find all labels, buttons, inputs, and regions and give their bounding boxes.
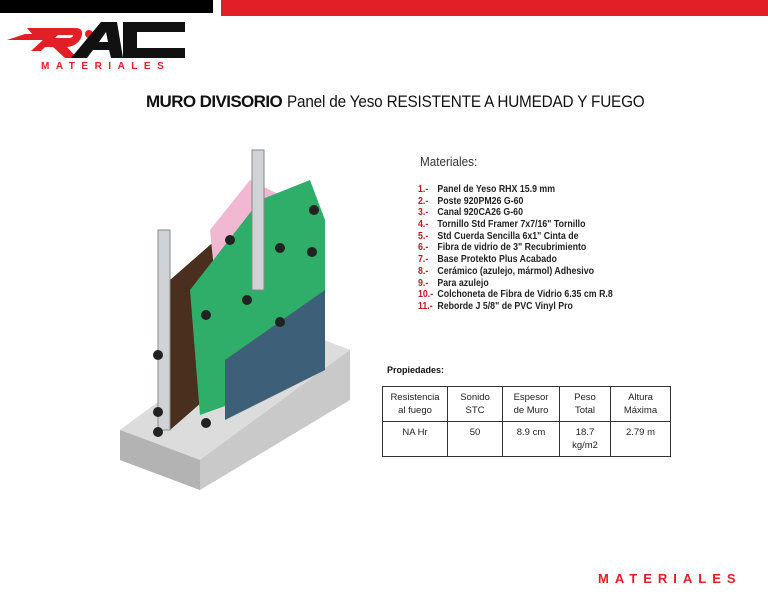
header-line: Resistencia	[390, 392, 440, 403]
item-text: Tornillo Std Framer 7x7/16" Tornillo	[437, 219, 586, 231]
header-black-bar	[0, 0, 213, 13]
value-text: kg/m2	[572, 440, 598, 451]
materials-list: 1.- Panel de Yeso RHX 15.9 mm 2.- Poste 92…	[418, 184, 613, 313]
svg-text:MATERIALES: MATERIALES	[598, 571, 742, 586]
table-row: NA Hr 50 8.9 cm 18.7 kg/m2 2.79 m	[382, 421, 671, 457]
item-number: 11.-	[418, 300, 433, 312]
item-text: Para azulejo	[437, 277, 489, 289]
item-text: Canal 920CA26 G-60	[437, 207, 523, 219]
item-number: 6.-	[418, 242, 429, 254]
item-text: Panel de Yeso RHX 15.9 mm	[437, 184, 556, 195]
properties-heading: Propiedades:	[387, 365, 445, 375]
header-cell: Espesor de Muro	[502, 386, 560, 422]
item-text: Colchoneta de Fibra de Vidrio 6.35 cm R.…	[437, 289, 613, 301]
header-line: Total	[574, 405, 596, 416]
value-cell: 8.9 cm	[502, 421, 560, 457]
list-item: 5.- Std Cuerda Sencilla 6x1" Cinta de	[418, 231, 613, 243]
list-item: 8.- Cerámico (azulejo, mármol) Adhesivo	[418, 266, 613, 278]
value-cell: 18.7 kg/m2	[559, 421, 611, 457]
list-item: 7.- Base Protekto Plus Acabado	[418, 254, 613, 266]
item-number: 1.-	[418, 184, 429, 195]
item-text: Reborde J 5/8" de PVC Vinyl Pro	[437, 300, 573, 312]
wall-illustration	[120, 149, 350, 490]
item-number: 4.-	[418, 219, 429, 231]
item-number: 3.-	[418, 207, 429, 219]
header-red-bar	[221, 0, 768, 16]
value-text: 18.7	[575, 427, 595, 438]
list-item: 9.- Para azulejo	[418, 278, 613, 290]
value-text: 8.9 cm	[516, 427, 546, 438]
header-line: Sonido	[460, 392, 490, 403]
item-number: 10.-	[418, 289, 434, 301]
item-number: 8.-	[418, 265, 429, 277]
item-text: Base Protekto Plus Acabado	[437, 254, 557, 266]
value-cell: 50	[447, 421, 503, 457]
value-text: 2.79 m	[625, 427, 656, 438]
item-number: 2.-	[418, 195, 429, 207]
list-item: 11.- Reborde J 5/8" de PVC Vinyl Pro	[418, 301, 613, 313]
value-cell: 2.79 m	[610, 421, 671, 457]
rac-logo: MATERIALES	[7, 22, 185, 70]
list-item: 1.- Panel de Yeso RHX 15.9 mm	[418, 184, 613, 196]
header-line: Altura	[628, 392, 653, 403]
list-item: 6.- Fibra de vidrio de 3" Recubrimiento	[418, 242, 613, 254]
item-number: 5.-	[418, 230, 429, 242]
item-text: Poste 920PM26 G-60	[437, 195, 524, 207]
item-text: Fibra de vidrio de 3" Recubrimiento	[437, 242, 587, 254]
materials-heading: Materiales:	[420, 154, 478, 169]
value-text: 50	[469, 427, 481, 438]
title-rest: Panel de Yeso RESISTENTE A HUMEDAD Y FUE…	[286, 92, 645, 111]
header-line: STC	[465, 405, 485, 416]
item-text: Cerámico (azulejo, mármol) Adhesivo	[437, 265, 595, 277]
page-title: MURO DIVISORIO Panel de Yeso RESISTENTE …	[146, 92, 684, 112]
list-item: 3.- Canal 920CA26 G-60	[418, 207, 613, 219]
footer-logo: MATERIALES	[598, 571, 742, 586]
list-item: 4.- Tornillo Std Framer 7x7/16" Tornillo	[418, 219, 613, 231]
value-cell: NA Hr	[382, 421, 448, 457]
item-text: Std Cuerda Sencilla 6x1" Cinta de	[437, 230, 579, 242]
item-number: 9.-	[418, 277, 429, 289]
header-line: de Muro	[513, 405, 549, 416]
svg-text:MATERIALES: MATERIALES	[41, 61, 170, 70]
header-line: Máxima	[623, 405, 658, 416]
header-line: Espesor	[513, 392, 549, 403]
title-bold: MURO DIVISORIO	[146, 92, 283, 111]
list-item: 10.-Colchoneta de Fibra de Vidrio 6.35 c…	[418, 289, 613, 301]
header-cell: Resistencia al fuego	[382, 386, 448, 422]
value-text: NA Hr	[402, 427, 428, 438]
header-line: Peso	[574, 392, 596, 403]
list-item: 2.- Poste 920PM26 G-60	[418, 196, 613, 208]
item-number: 7.-	[418, 254, 429, 266]
header-line: al fuego	[398, 405, 432, 416]
